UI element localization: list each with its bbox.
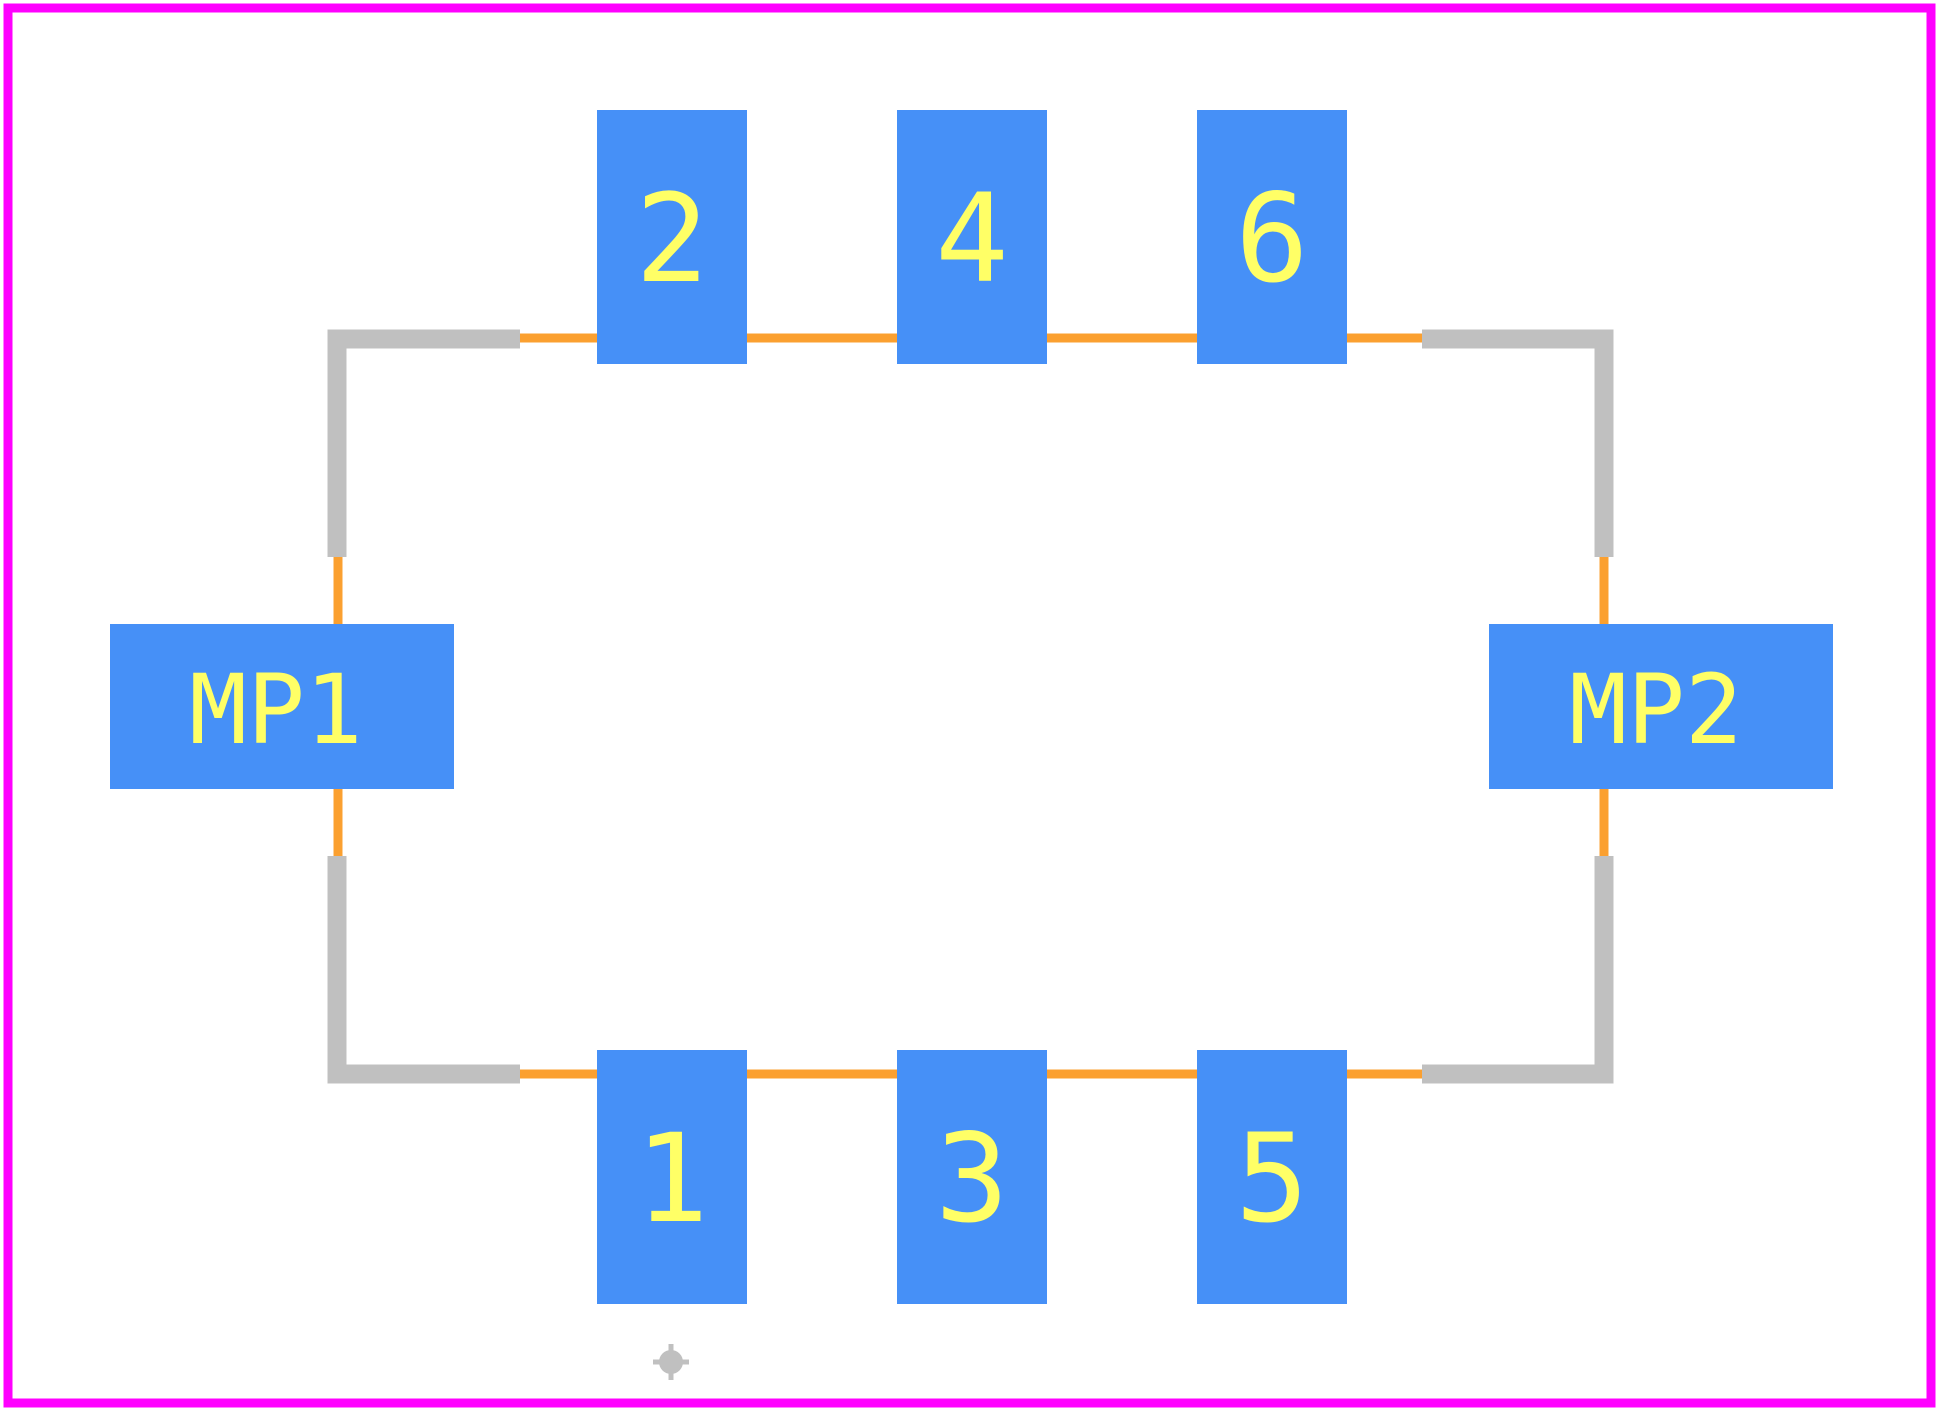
silkscreen-corner-top-right: [1422, 329, 1614, 557]
pad-3[interactable]: 3: [897, 1050, 1047, 1304]
silkscreen-corner-bottom-right: [1422, 856, 1614, 1084]
pad-3-label: 3: [935, 1108, 1008, 1250]
origin-crosshair-icon: [653, 1344, 689, 1380]
pad-mp2[interactable]: MP2: [1489, 624, 1833, 789]
pad-6-copper[interactable]: [1197, 110, 1347, 364]
pad-mp2-label: MP2: [1569, 654, 1742, 766]
pad-1[interactable]: 1: [597, 1050, 747, 1304]
pad-mp1-copper[interactable]: [110, 624, 454, 789]
pad-1-label: 1: [635, 1108, 708, 1250]
pad-mp2-copper[interactable]: [1489, 624, 1833, 789]
pad-6-label: 6: [1235, 168, 1308, 310]
silkscreen-corner-top-left: [327, 329, 520, 557]
pad-5-label: 5: [1235, 1108, 1308, 1250]
pad-6[interactable]: 6: [1197, 110, 1347, 364]
pad-1-copper[interactable]: [597, 1050, 747, 1304]
pad-2-label: 2: [635, 168, 708, 310]
pad-5[interactable]: 5: [1197, 1050, 1347, 1304]
pad-4-label: 4: [935, 168, 1008, 310]
pad-mp1-label: MP1: [189, 654, 362, 766]
courtyard-outline: [3, 3, 1936, 1408]
pad-5-copper[interactable]: [1197, 1050, 1347, 1304]
silkscreen-corner-bottom-left: [327, 856, 520, 1084]
pad-2-copper[interactable]: [597, 110, 747, 364]
pad-4-copper[interactable]: [897, 110, 1047, 364]
pad-3-copper[interactable]: [897, 1050, 1047, 1304]
pad-2[interactable]: 2: [597, 110, 747, 364]
pad-4[interactable]: 4: [897, 110, 1047, 364]
silkscreen-outline: [327, 329, 1614, 1084]
pad-mp1[interactable]: MP1: [110, 624, 454, 789]
